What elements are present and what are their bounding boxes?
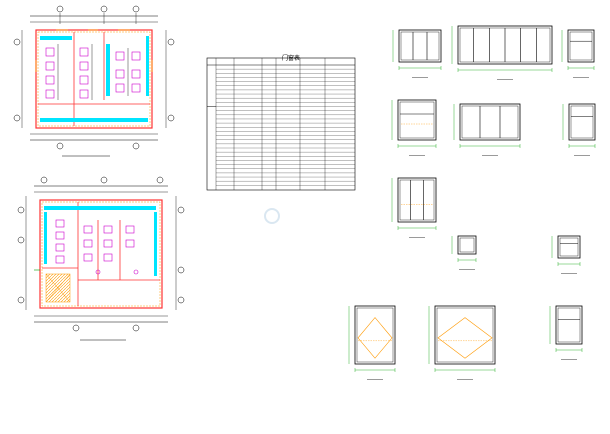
elevation xyxy=(428,305,496,380)
elevation xyxy=(551,235,581,274)
elevation xyxy=(549,305,583,360)
elevation xyxy=(451,235,477,270)
elevation xyxy=(391,177,437,238)
door-window-table xyxy=(206,57,356,191)
elevation xyxy=(451,25,553,80)
elevation xyxy=(561,29,595,78)
elevation xyxy=(453,103,521,156)
elevation xyxy=(348,305,396,380)
elevation xyxy=(391,99,437,156)
lower-floor-plan xyxy=(17,176,185,341)
elevation xyxy=(562,103,596,156)
table-title: 门窗表 xyxy=(281,55,300,62)
upper-floor-plan xyxy=(13,5,175,157)
door-window-elevations xyxy=(348,25,596,380)
watermark xyxy=(264,208,280,224)
elevation xyxy=(392,29,442,78)
